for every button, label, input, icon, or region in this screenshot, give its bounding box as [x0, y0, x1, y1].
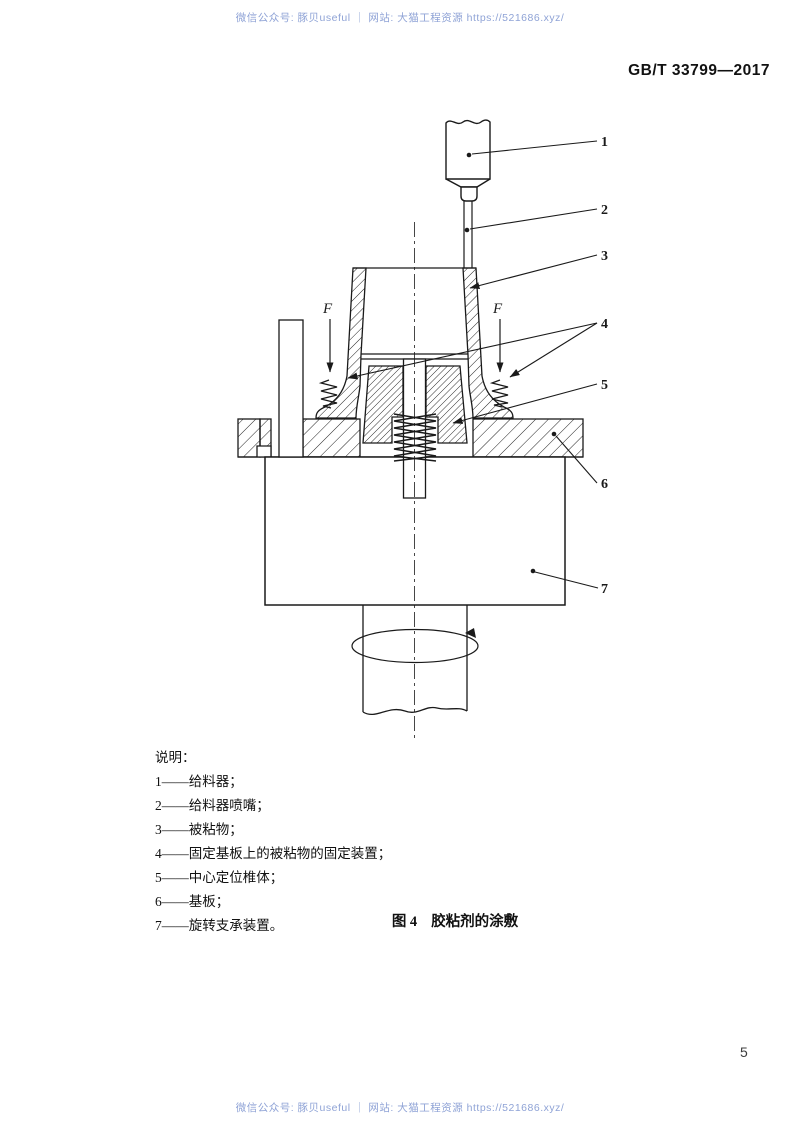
legend-dash: —— — [161, 870, 189, 885]
rotation-arrow — [351, 628, 479, 664]
legend-dash: —— — [161, 846, 189, 861]
legend-item-num: 4 — [155, 846, 162, 861]
drive-shaft — [362, 605, 468, 716]
legend-item: 2——给料器喷嘴； — [155, 794, 391, 818]
figure-number: 图 4 — [391, 914, 418, 930]
legend-item-num: 1 — [155, 774, 162, 789]
feeder-shoulder — [445, 178, 491, 188]
legend-item-label: 基板； — [188, 894, 230, 909]
standard-code: GB/T 33799—2017 — [628, 62, 770, 79]
footer-watermark: 微信公众号: 豚贝useful ｜ 网站: 大猫工程资源 https://521… — [235, 1102, 565, 1114]
feeder-body — [445, 119, 491, 180]
figure-title: 胶粘剂的涂敷 — [431, 914, 519, 930]
legend-item: 7——旋转支承装置。 — [155, 914, 391, 938]
figure-caption: 图 4 胶粘剂的涂敷 — [392, 910, 518, 931]
legend-item-label: 给料器喷嘴； — [188, 798, 270, 813]
baseplate-notch — [256, 445, 272, 457]
legend-dash: —— — [161, 822, 189, 837]
left-spring — [318, 379, 338, 409]
legend-item-label: 旋转支承装置。 — [188, 918, 284, 933]
legend-item-label: 被粘物； — [188, 822, 243, 837]
legend-dash: —— — [161, 798, 189, 813]
center-spring — [393, 413, 437, 462]
force-arrow-left: F — [322, 301, 334, 373]
callout-5: 5 — [601, 378, 608, 393]
legend-item-label: 给料器； — [188, 774, 243, 789]
legend-item-num: 6 — [155, 894, 162, 909]
legend-title: 说明： — [155, 750, 196, 765]
header-watermark: 微信公众号: 豚贝useful ｜ 网站: 大猫工程资源 https://521… — [235, 12, 565, 24]
legend-item-label: 中心定位椎体； — [188, 870, 284, 885]
force-label: F — [492, 301, 503, 317]
clamp-post — [278, 319, 304, 458]
legend-item-label: 固定基板上的被粘物的固定装置； — [188, 846, 392, 861]
callout-2: 2 — [601, 203, 608, 218]
force-label: F — [322, 301, 333, 317]
leader-lines — [347, 140, 599, 589]
legend-item-num: 5 — [155, 870, 162, 885]
legend-dash: —— — [161, 774, 189, 789]
legend-item: 6——基板； — [155, 890, 391, 914]
page-number: 5 — [740, 1044, 748, 1060]
legend-item-num: 2 — [155, 798, 162, 813]
right-spring — [489, 379, 509, 408]
callout-labels: 1 2 3 4 5 6 7 — [601, 135, 608, 597]
feeder-nozzle — [463, 201, 473, 268]
feeder — [445, 119, 491, 202]
legend-item: 3——被粘物； — [155, 818, 391, 842]
legend: 说明： 1——给料器； 2——给料器喷嘴； 3——被粘物； 4——固定基板上的被… — [155, 746, 391, 938]
legend-item: 4——固定基板上的被粘物的固定装置； — [155, 842, 391, 866]
force-arrow-right: F — [492, 301, 504, 373]
legend-item-num: 7 — [155, 918, 162, 933]
legend-item-num: 3 — [155, 822, 162, 837]
callout-7: 7 — [601, 582, 608, 597]
feeder-neck — [460, 186, 478, 202]
legend-dash: —— — [161, 894, 189, 909]
legend-item: 5——中心定位椎体； — [155, 866, 391, 890]
adherend-right-wall — [462, 267, 514, 419]
callout-1: 1 — [601, 135, 608, 150]
callout-6: 6 — [601, 477, 608, 492]
callout-3: 3 — [601, 249, 608, 264]
callout-4: 4 — [601, 317, 608, 332]
break-line — [362, 706, 468, 716]
legend-dash: —— — [161, 918, 189, 933]
adherend-left-wall — [315, 267, 367, 419]
legend-item: 1——给料器； — [155, 770, 391, 794]
